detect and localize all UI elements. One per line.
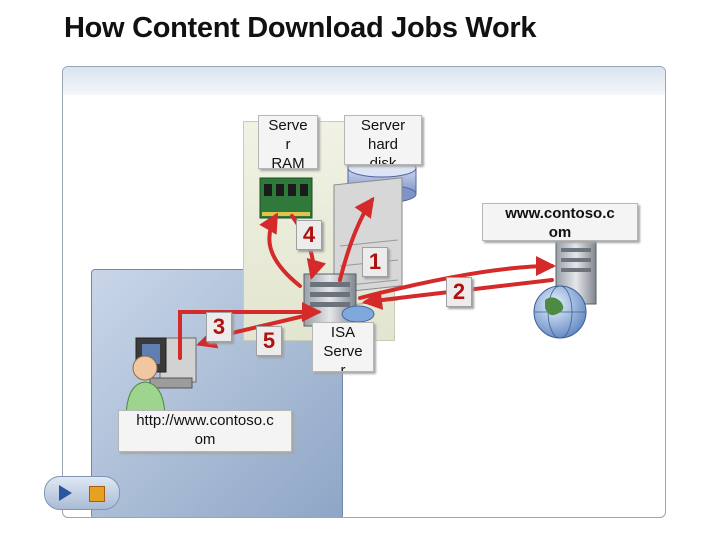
globe-icon <box>534 286 586 338</box>
website-label: www.contoso.c om <box>482 203 638 241</box>
playback-control[interactable] <box>44 476 120 510</box>
url-label: http://www.contoso.c om <box>118 410 292 452</box>
ram-module-icon <box>260 178 312 218</box>
server-ram-label: Serve r RAM <box>258 115 318 169</box>
step-4: 4 <box>296 220 322 250</box>
stop-icon[interactable] <box>89 486 105 502</box>
play-icon[interactable] <box>59 485 72 501</box>
step-5: 5 <box>256 326 282 356</box>
isa-server-label: ISA Serve r <box>312 322 374 372</box>
step-1: 1 <box>362 247 388 277</box>
step-3: 3 <box>206 312 232 342</box>
server-disk-label: Server hard disk <box>344 115 422 165</box>
step-2: 2 <box>446 277 472 307</box>
